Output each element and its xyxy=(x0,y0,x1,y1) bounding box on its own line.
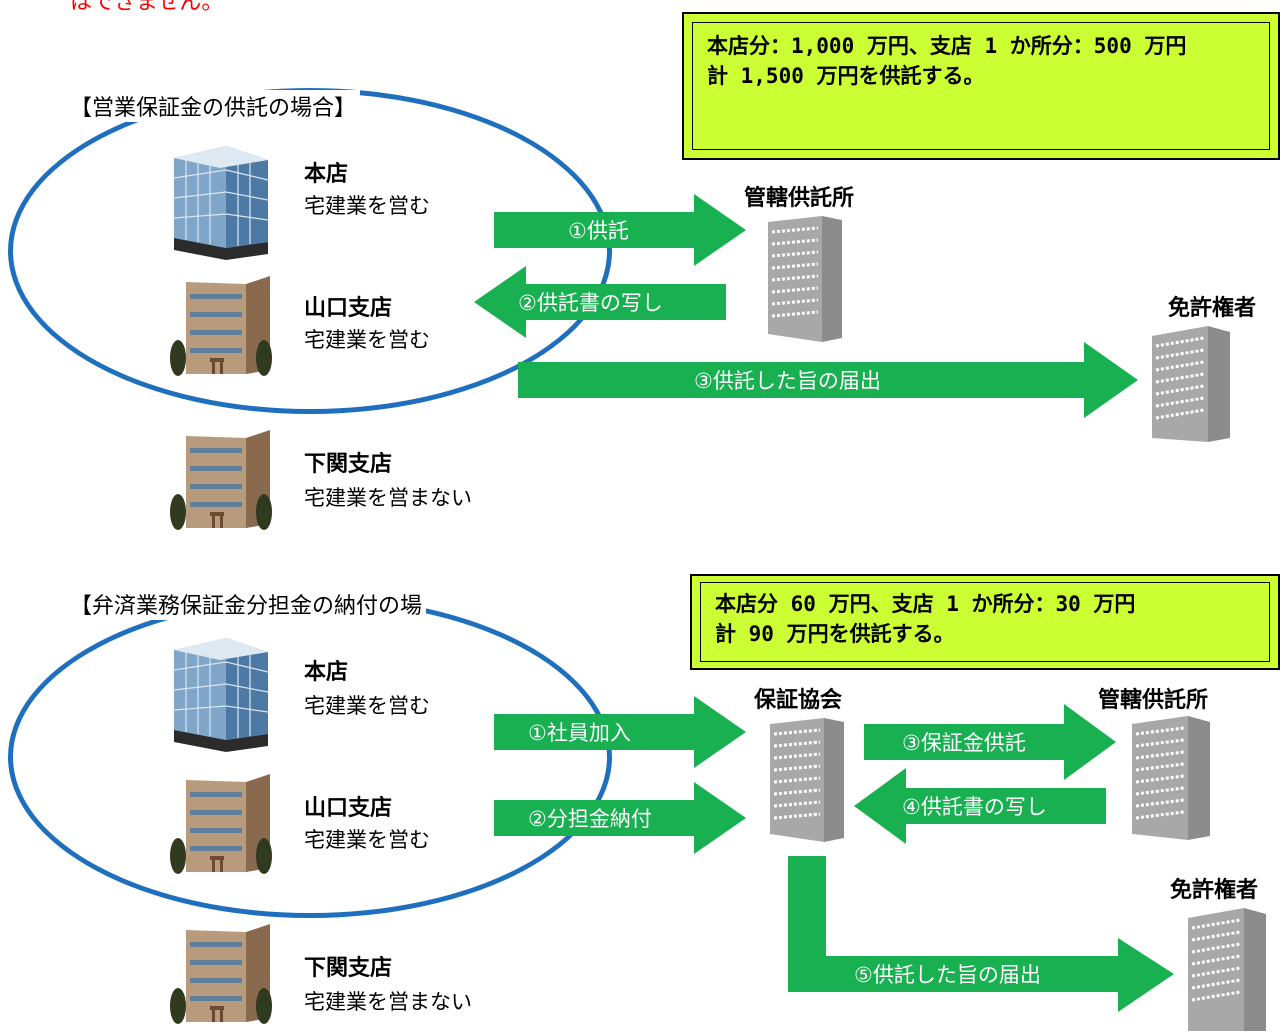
section2-note-text: 本店分 60 万円、支店 1 か所分：30 万円 計 90 万円を供託する。 xyxy=(700,582,1270,662)
clipped-top-text: はできません。 xyxy=(70,0,224,15)
licensor-label-1: 免許権者 xyxy=(1168,296,1257,321)
shimonoseki-branch-desc: 宅建業を営まない xyxy=(304,486,472,510)
shimonoseki-branch-name-2: 下関支店 xyxy=(304,956,393,981)
arrow-certificate-copy-1-label: ②供託書の写し xyxy=(518,291,663,315)
arrow-contribution-2-label: ②分担金納付 xyxy=(528,807,652,831)
arrow-guarantee-deposit-2: ③保証金供託 xyxy=(864,704,1116,780)
association-label: 保証協会 xyxy=(754,688,843,713)
yamaguchi-branch-desc-2: 宅建業を営む xyxy=(304,828,430,852)
deposit-office-building-icon-1 xyxy=(768,216,842,342)
arrow-notification-2: ⑤供託した旨の届出 xyxy=(788,856,1174,1012)
arrow-notification-1-label: ③供託した旨の届出 xyxy=(694,369,881,393)
yamaguchi-branch-name: 山口支店 xyxy=(304,296,393,321)
arrow-deposit-1-label: ①供託 xyxy=(568,219,629,243)
head-office-desc: 宅建業を営む xyxy=(304,194,430,218)
head-office-building-icon-2 xyxy=(173,638,269,752)
licensor-label-2: 免許権者 xyxy=(1170,878,1259,903)
arrow-certificate-copy-2-label: ④供託書の写し xyxy=(902,795,1047,819)
shimonoseki-branch-building-icon xyxy=(170,430,272,530)
deposit-office-label-1: 管轄供託所 xyxy=(744,186,855,211)
yamaguchi-branch-desc: 宅建業を営む xyxy=(304,328,430,352)
shimonoseki-branch-name: 下関支店 xyxy=(304,452,393,477)
section1-note-box: 本店分：1,000 万円、支店 1 か所分：500 万円 計 1,500 万円を… xyxy=(682,12,1280,160)
yamaguchi-branch-building-icon xyxy=(170,276,272,376)
arrow-membership-2-label: ①社員加入 xyxy=(528,721,631,745)
section2-title: 【弁済業務保証金分担金の納付の場 xyxy=(66,588,427,620)
head-office-building-icon xyxy=(173,146,269,260)
arrow-contribution-2: ②分担金納付 xyxy=(494,782,746,854)
shimonoseki-branch-desc-2: 宅建業を営まない xyxy=(304,990,472,1014)
association-building-icon xyxy=(770,718,844,842)
arrow-guarantee-deposit-2-label: ③保証金供託 xyxy=(902,731,1026,755)
licensor-building-icon-1 xyxy=(1152,326,1230,442)
deposit-office-label-2: 管轄供託所 xyxy=(1098,688,1209,713)
deposit-office-building-icon-2 xyxy=(1132,716,1210,840)
head-office-name: 本店 xyxy=(304,162,349,187)
arrow-notification-1: ③供託した旨の届出 xyxy=(518,342,1138,418)
shimonoseki-branch-building-icon-2 xyxy=(170,924,272,1024)
section1-note-text: 本店分：1,000 万円、支店 1 か所分：500 万円 計 1,500 万円を… xyxy=(692,22,1270,150)
arrow-membership-2: ①社員加入 xyxy=(494,696,746,768)
yamaguchi-branch-name-2: 山口支店 xyxy=(304,796,393,821)
head-office-desc-2: 宅建業を営む xyxy=(304,694,430,718)
section1-title: 【営業保証金の供託の場合】 xyxy=(66,90,361,122)
arrow-deposit-1: ①供託 xyxy=(494,194,746,266)
arrow-certificate-copy-2: ④供託書の写し xyxy=(854,768,1106,844)
yamaguchi-branch-building-icon-2 xyxy=(170,774,272,874)
section2-note-box: 本店分 60 万円、支店 1 か所分：30 万円 計 90 万円を供託する。 xyxy=(690,574,1280,670)
head-office-name-2: 本店 xyxy=(304,660,349,685)
licensor-building-icon-2 xyxy=(1188,908,1266,1031)
arrow-certificate-copy-1: ②供託書の写し xyxy=(474,266,726,338)
arrow-notification-2-label: ⑤供託した旨の届出 xyxy=(854,963,1041,987)
